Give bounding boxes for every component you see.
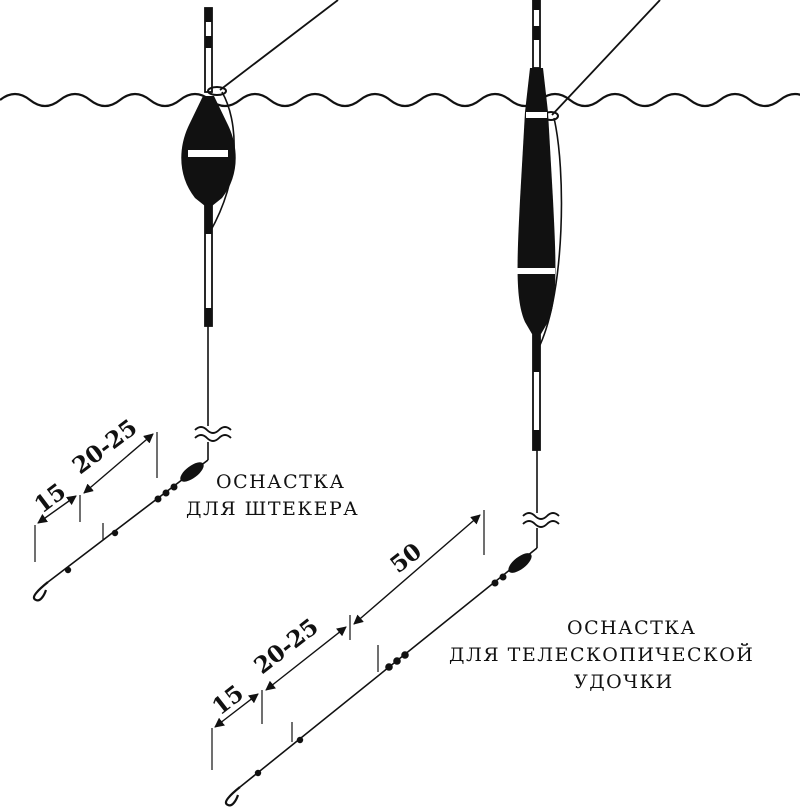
telescopic-dim-middle-label: 20-25	[249, 613, 324, 680]
telescopic-rig-caption-line1: ОСНАСТКА	[567, 617, 696, 639]
telescopic-dim-top-label: 50	[385, 538, 427, 579]
telescopic-rig: 15 20-25 50 ОСНАСТКА ДЛЯ ТЕЛЕСКОПИЧЕСКОЙ…	[207, 0, 754, 807]
telescopic-dim-middle-arrow	[265, 626, 347, 691]
pole-rig: 15 20-25 ОСНАСТКА ДЛЯ ШТЕКЕРА	[29, 0, 359, 602]
telescopic-rig-olive-weight	[508, 553, 532, 573]
pole-dim-middle-label: 20-25	[67, 414, 142, 480]
telescopic-rig-caption-line3: УДОЧКИ	[574, 671, 674, 693]
telescopic-float-body	[517, 68, 556, 334]
pole-rig-olive-weight	[180, 462, 204, 482]
telescopic-rig-caption-line2: ДЛЯ ТЕЛЕСКОПИЧЕСКОЙ	[449, 643, 754, 666]
telescopic-dim-top-arrow	[353, 514, 481, 625]
telescopic-dim-hook-label: 15	[207, 680, 249, 721]
pole-rig-caption-line2: ДЛЯ ШТЕКЕРА	[186, 498, 359, 520]
pole-dim-hook-arrow	[37, 495, 77, 524]
pole-rig-caption-line1: ОСНАСТКА	[216, 471, 345, 493]
telescopic-dim-hook-arrow	[214, 693, 259, 728]
pole-rig-main-line	[219, 0, 339, 91]
telescopic-rig-main-line	[551, 0, 661, 116]
water-surface	[0, 92, 800, 108]
pole-rig-hook	[32, 581, 49, 602]
telescopic-rig-hook	[224, 786, 241, 807]
pole-dim-hook-label: 15	[29, 478, 71, 519]
pole-float-ring	[207, 86, 227, 96]
pole-dim-middle-arrow	[83, 433, 154, 494]
